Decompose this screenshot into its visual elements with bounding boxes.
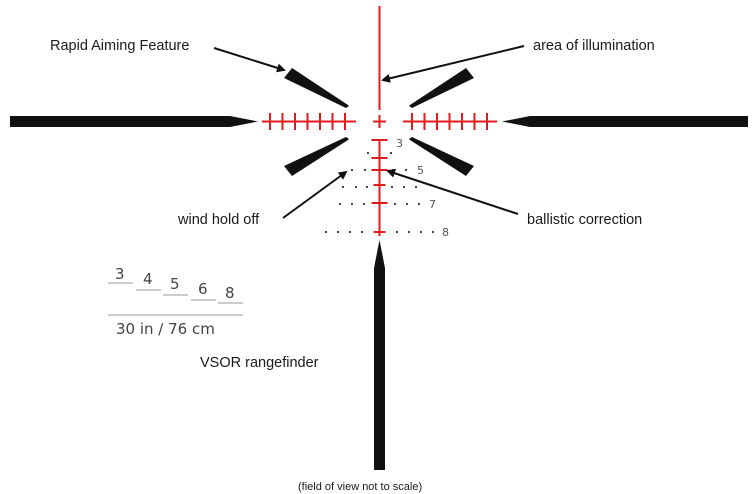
rapid-aiming-label: Rapid Aiming Feature	[50, 38, 189, 54]
wind-hold-dot	[348, 230, 352, 234]
left-red-ticks	[269, 113, 346, 130]
wind-hold-dot	[350, 168, 354, 172]
wind-hold-dots	[324, 151, 435, 234]
illumination-arrow	[381, 45, 525, 83]
rapid-aiming-bar-upper-left	[284, 68, 349, 108]
heavy-posts	[10, 116, 748, 470]
wind-hold-dot	[366, 151, 370, 155]
footer-note: (field of view not to scale)	[298, 481, 422, 493]
rapid-aiming-arrow	[213, 47, 286, 73]
vsor-reference: 30 in / 76 cm	[116, 320, 215, 338]
wind-hold-dot	[389, 151, 393, 155]
ballistic-arrow	[386, 168, 519, 215]
ballistic-numbers: 3 5 7 8	[396, 137, 449, 239]
ballistic-number-3: 3	[396, 137, 403, 150]
wind-hold-dot	[354, 185, 358, 189]
vsor-mark-5: 5	[170, 275, 180, 293]
wind-hold-dot	[360, 230, 364, 234]
wind-hold-dot	[362, 202, 366, 206]
wind-hold-label: wind hold off	[177, 212, 260, 228]
wind-hold-dot	[407, 230, 411, 234]
wind-hold-dot	[419, 230, 423, 234]
right-red-ticks	[411, 113, 488, 130]
illuminated-reticle	[262, 6, 497, 236]
wind-hold-dot	[431, 230, 435, 234]
vsor-rangefinder: 3 4 5 6 8 30 in / 76 cm VSOR rangefinder	[108, 265, 319, 371]
ballistic-number-5: 5	[417, 164, 424, 177]
wind-hold-dot	[393, 202, 397, 206]
wind-hold-dot	[390, 185, 394, 189]
right-heavy-post	[502, 116, 748, 127]
ballistic-number-8: 8	[442, 226, 449, 239]
rapid-aiming-bars	[284, 68, 474, 176]
wind-hold-dot	[336, 230, 340, 234]
wind-hold-dot	[341, 185, 345, 189]
left-heavy-post	[10, 116, 258, 127]
rapid-aiming-bar-lower-left	[284, 137, 349, 176]
vsor-mark-6: 6	[198, 280, 208, 298]
rapid-aiming-bar-upper-right	[409, 68, 474, 108]
wind-hold-arrow	[282, 170, 348, 219]
wind-hold-dot	[363, 168, 367, 172]
wind-hold-dot	[395, 230, 399, 234]
wind-hold-dot	[338, 202, 342, 206]
stem-red-ticks	[371, 139, 388, 233]
rapid-aiming-bar-lower-right	[409, 137, 474, 176]
wind-hold-dot	[405, 202, 409, 206]
ballistic-number-7: 7	[429, 198, 436, 211]
wind-hold-dot	[324, 230, 328, 234]
ballistic-label: ballistic correction	[527, 212, 642, 228]
bottom-heavy-post	[374, 240, 385, 470]
vsor-mark-4: 4	[143, 270, 153, 288]
wind-hold-dot	[414, 185, 418, 189]
wind-hold-dot	[404, 168, 408, 172]
wind-hold-dot	[350, 202, 354, 206]
wind-hold-dot	[365, 185, 369, 189]
vsor-title: VSOR rangefinder	[200, 355, 319, 371]
vsor-mark-3: 3	[115, 265, 125, 283]
vsor-mark-8: 8	[225, 284, 235, 302]
wind-hold-dot	[402, 185, 406, 189]
wind-hold-dot	[417, 202, 421, 206]
illumination-label: area of illumination	[533, 38, 655, 54]
callouts: Rapid Aiming Feature area of illuminatio…	[50, 38, 655, 228]
wind-hold-dot	[391, 168, 395, 172]
